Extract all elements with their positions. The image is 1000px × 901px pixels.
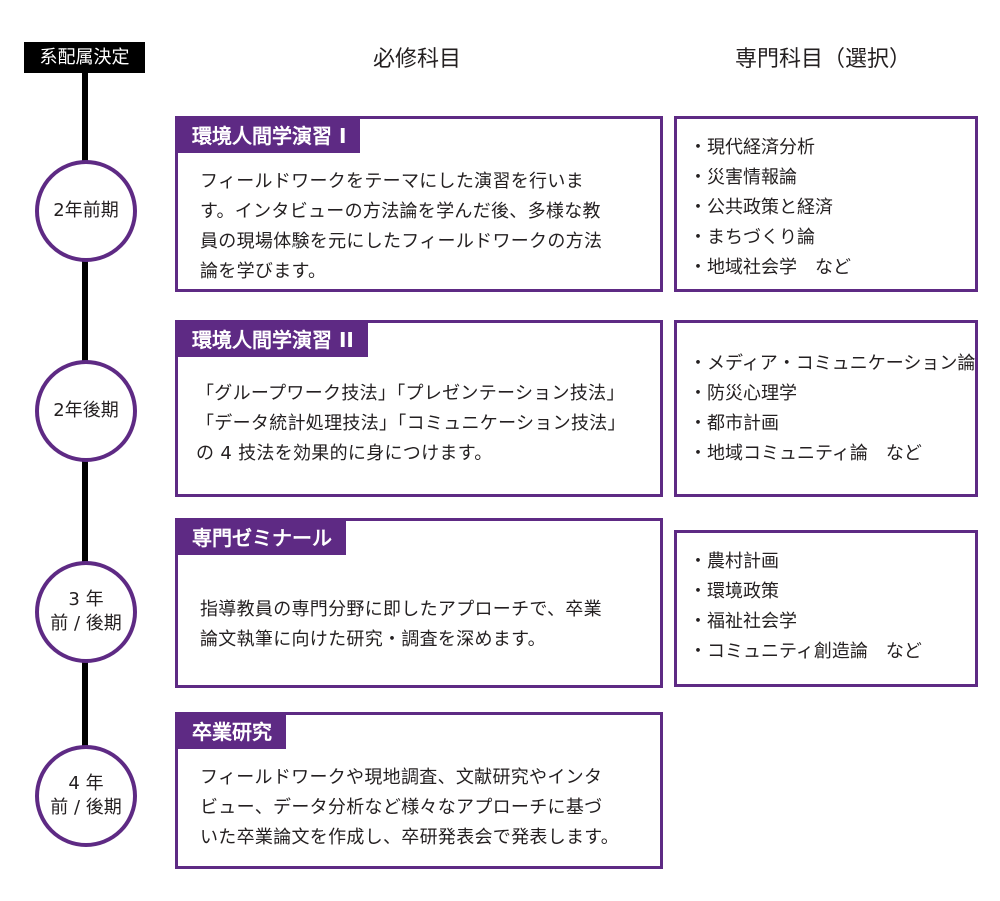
elective-item: ・環境政策 (689, 581, 779, 602)
elective-item: ・都市計画 (689, 413, 779, 434)
stage-1-period: 2年前期 (35, 160, 137, 262)
course-description: フィールドワークや現地調査、文献研究やインタ ビュー、データ分析など様々なアプロ… (200, 767, 620, 848)
course-title: 専門ゼミナール (178, 521, 346, 555)
course-description: 「グループワーク技法」「プレゼンテーション技法」 「データ統計処理技法」「コミュ… (196, 383, 626, 464)
elective-item: ・地域社会学 など (689, 257, 851, 278)
elective-item: ・農村計画 (689, 551, 779, 572)
start-label: 系配属決定 (24, 42, 145, 73)
stage-1-course-box: 環境人間学演習 I フィールドワークをテーマにした演習を行いま す。インタビュー… (175, 116, 663, 292)
elective-item: ・公共政策と経済 (689, 197, 833, 218)
elective-item: ・現代経済分析 (689, 137, 815, 158)
course-description: フィールドワークをテーマにした演習を行いま す。インタビューの方法論を学んだ後、… (200, 171, 603, 282)
stage-4-course-box: 卒業研究 フィールドワークや現地調査、文献研究やインタ ビュー、データ分析など様… (175, 712, 663, 869)
period-line: 2年前期 (53, 200, 119, 221)
elective-item: ・災害情報論 (689, 167, 797, 188)
period-line: 前 / 後期 (50, 797, 122, 818)
period-line: 前 / 後期 (50, 613, 122, 634)
stage-2-elective-box: ・メディア・コミュニケーション論 ・防災心理学 ・都市計画 ・地域コミュニティ論… (674, 320, 978, 497)
stage-3-course-box: 専門ゼミナール 指導教員の専門分野に即したアプローチで、卒業 論文執筆に向けた研… (175, 518, 663, 688)
period-line: 3 年 (68, 589, 104, 610)
stage-3-period: 3 年 前 / 後期 (35, 561, 137, 663)
elective-item: ・まちづくり論 (689, 227, 815, 248)
stage-3-elective-box: ・農村計画 ・環境政策 ・福祉社会学 ・コミュニティ創造論 など (674, 530, 978, 687)
stage-2-period: 2年後期 (35, 360, 137, 462)
elective-item: ・防災心理学 (689, 383, 797, 404)
stage-4-period: 4 年 前 / 後期 (35, 745, 137, 847)
period-line: 4 年 (68, 773, 104, 794)
course-title: 環境人間学演習 II (178, 323, 368, 357)
stage-1-elective-box: ・現代経済分析 ・災害情報論 ・公共政策と経済 ・まちづくり論 ・地域社会学 な… (674, 116, 978, 292)
elective-item: ・コミュニティ創造論 など (689, 641, 922, 662)
required-header: 必修科目 (373, 47, 462, 72)
elective-item: ・メディア・コミュニケーション論 (689, 353, 976, 374)
elective-header: 専門科目（選択） (735, 47, 912, 72)
stage-2-course-box: 環境人間学演習 II 「グループワーク技法」「プレゼンテーション技法」 「データ… (175, 320, 663, 497)
course-title: 環境人間学演習 I (178, 119, 361, 153)
elective-item: ・福祉社会学 (689, 611, 797, 632)
elective-item: ・地域コミュニティ論 など (689, 443, 922, 464)
course-title: 卒業研究 (178, 715, 286, 749)
course-description: 指導教員の専門分野に即したアプローチで、卒業 論文執筆に向けた研究・調査を深めま… (200, 599, 602, 650)
period-line: 2年後期 (53, 400, 119, 421)
